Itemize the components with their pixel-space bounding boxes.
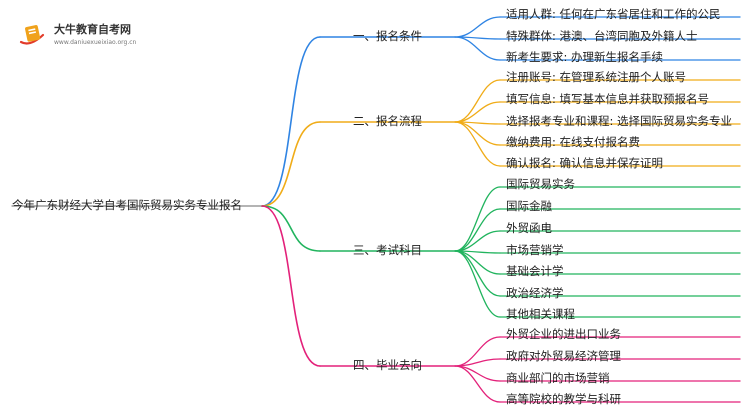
- logo-url: www.daniuexueixiao.org.cn: [54, 39, 137, 46]
- leaf-process-3[interactable]: 选择报考专业和课程: 选择国际贸易实务专业: [506, 114, 733, 128]
- book-logo-icon: [19, 25, 45, 45]
- connector-root-to-branch-2: [261, 121, 321, 207]
- connector-root-to-branch-3: [261, 205, 321, 252]
- branch-registration-conditions[interactable]: 一、报名条件: [353, 29, 422, 43]
- leaf-conditions-3[interactable]: 新考生要求: 办理新生报名手续: [506, 50, 664, 64]
- connector-branch-2-leaf-2: [454, 101, 501, 123]
- leaf-process-4[interactable]: 缴纳费用: 在线支付报名费: [506, 135, 641, 149]
- logo-title: 大牛教育自考网: [54, 23, 131, 36]
- leaf-subject-2[interactable]: 国际金融: [506, 199, 552, 213]
- leaf-process-5[interactable]: 确认报名: 确认信息并保存证明: [506, 156, 664, 170]
- leaf-destination-2[interactable]: 政府对外贸易经济管理: [506, 349, 621, 363]
- connector-branch-3-leaf-2: [454, 208, 501, 252]
- leaf-subject-3[interactable]: 外贸函电: [506, 221, 552, 235]
- connector-branch-2-leaf-5: [454, 121, 501, 167]
- leaf-subject-5[interactable]: 基础会计学: [506, 264, 564, 278]
- leaf-destination-4[interactable]: 高等院校的教学与科研: [506, 392, 621, 406]
- connector-branch-3-leaf-1: [454, 186, 501, 252]
- leaf-conditions-1[interactable]: 适用人群: 任何在广东省居住和工作的公民: [506, 7, 721, 21]
- leaf-subject-7[interactable]: 其他相关课程: [506, 307, 575, 321]
- connector-root-to-branch-1: [261, 36, 321, 207]
- connector-branch-3-leaf-7: [454, 250, 501, 318]
- branch-exam-subjects[interactable]: 三、考试科目: [353, 243, 422, 257]
- leaf-destination-3[interactable]: 商业部门的市场营销: [506, 371, 610, 385]
- branch-registration-process[interactable]: 二、报名流程: [353, 114, 422, 128]
- leaf-subject-4[interactable]: 市场营销学: [506, 243, 564, 257]
- leaf-conditions-2[interactable]: 特殊群体: 港澳、台湾同胞及外籍人士: [506, 29, 698, 43]
- leaf-process-1[interactable]: 注册账号: 在管理系统注册个人账号: [506, 70, 687, 84]
- connector-root-to-branch-4: [261, 205, 321, 367]
- connector-branch-4-leaf-1: [454, 336, 501, 367]
- leaf-subject-1[interactable]: 国际贸易实务: [506, 177, 575, 191]
- connector-branch-2-leaf-1: [454, 79, 501, 123]
- leaf-destination-1[interactable]: 外贸企业的进出口业务: [506, 327, 621, 341]
- leaf-process-2[interactable]: 填写信息: 填写基本信息并获取预报名号: [506, 92, 710, 106]
- connector-branch-1-leaf-3: [454, 36, 501, 61]
- branch-graduate-destinations[interactable]: 四、毕业去向: [353, 358, 422, 372]
- root-topic[interactable]: 今年广东财经大学自考国际贸易实务专业报名: [12, 198, 242, 212]
- leaf-subject-6[interactable]: 政治经济学: [506, 286, 564, 300]
- connector-branch-4-leaf-4: [454, 365, 501, 403]
- connector-branch-2-leaf-4: [454, 121, 501, 146]
- connector-branch-1-leaf-1: [454, 16, 501, 38]
- site-logo[interactable]: 大牛教育自考网 www.daniuexueixiao.org.cn: [14, 15, 164, 55]
- connector-branch-4-leaf-3: [454, 365, 501, 382]
